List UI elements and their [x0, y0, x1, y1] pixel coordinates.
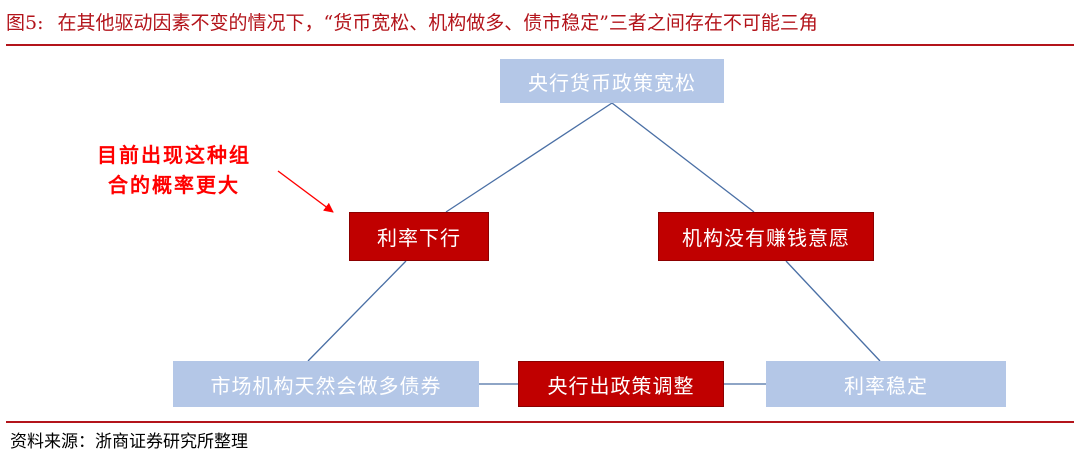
connector-left-to-bottom-left	[307, 260, 407, 362]
node-no-profit-will: 机构没有赚钱意愿	[658, 212, 874, 261]
node-pboc-policy-adjust: 央行出政策调整	[518, 361, 724, 407]
node-rates-stable-label: 利率稳定	[844, 373, 928, 398]
connector-top-to-right	[611, 102, 755, 213]
node-monetary-easing-label: 央行货币政策宽松	[528, 70, 696, 95]
node-rates-down: 利率下行	[349, 212, 489, 261]
annotation-line-2: 合的概率更大	[108, 173, 240, 197]
node-no-profit-will-label: 机构没有赚钱意愿	[682, 226, 850, 250]
figure-title-text: 在其他驱动因素不变的情况下，“货币宽松、机构做多、债市稳定”三者之间存在不可能三…	[57, 12, 818, 34]
figure-label: 图5:	[6, 12, 44, 34]
node-pboc-policy-adjust-label: 央行出政策调整	[547, 373, 695, 398]
bottom-divider	[6, 421, 1074, 423]
connector-top-to-left	[445, 102, 613, 213]
connector-right-to-bottom-right	[785, 260, 881, 362]
annotation-arrow	[277, 170, 334, 213]
node-rates-stable: 利率稳定	[766, 361, 1006, 407]
node-institutions-buy-bonds-label: 市场机构天然会做多债券	[210, 373, 442, 398]
node-rates-down-label: 利率下行	[377, 226, 461, 250]
node-institutions-buy-bonds: 市场机构天然会做多债券	[173, 361, 479, 407]
probability-annotation: 目前出现这种组 合的概率更大	[74, 140, 274, 200]
source-note: 资料来源：浙商证券研究所整理	[10, 432, 248, 452]
top-divider	[6, 44, 1074, 46]
node-monetary-easing: 央行货币政策宽松	[500, 59, 724, 103]
figure-title: 图5: 在其他驱动因素不变的情况下，“货币宽松、机构做多、债市稳定”三者之间存在不…	[6, 8, 1074, 38]
annotation-line-1: 目前出现这种组	[97, 143, 251, 167]
